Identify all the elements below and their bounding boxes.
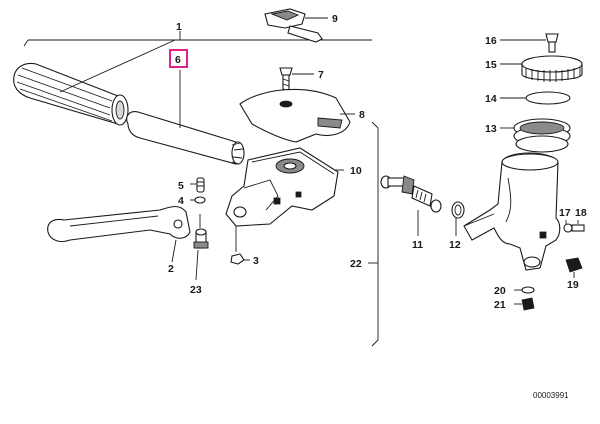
part-cover-8 xyxy=(239,88,355,143)
part-cap-15 xyxy=(500,55,583,82)
callout-17: 17 xyxy=(559,207,571,219)
callout-20: 20 xyxy=(494,285,506,297)
part-bellows-13 xyxy=(500,118,571,153)
part-grip xyxy=(13,39,176,126)
part-plug-21 xyxy=(514,297,535,311)
callout-8: 8 xyxy=(359,109,365,121)
callout-1: 1 xyxy=(176,21,182,33)
part-pin-5 xyxy=(190,177,205,193)
callout-6-highlight-box xyxy=(169,49,188,68)
part-cap-19 xyxy=(565,257,583,278)
diagram-reference-number: 00003991 xyxy=(533,391,569,400)
part-lever-2 xyxy=(47,205,191,263)
callout-5: 5 xyxy=(178,180,184,192)
part-bolt-23 xyxy=(193,214,209,281)
callout-7: 7 xyxy=(318,69,324,81)
part-seal-14 xyxy=(500,91,571,105)
callout-14: 14 xyxy=(485,93,497,105)
callout-11: 11 xyxy=(412,239,423,251)
callout-12: 12 xyxy=(449,239,461,251)
callout-23: 23 xyxy=(190,284,202,296)
part-bolt-17-18 xyxy=(563,220,585,233)
part-circlip-12 xyxy=(451,201,465,236)
part-housing-10 xyxy=(225,147,344,227)
callout-2: 2 xyxy=(168,263,174,275)
part-nut-3 xyxy=(230,226,250,265)
callout-3: 3 xyxy=(253,255,259,267)
part-throttle-sleeve-6 xyxy=(126,70,245,165)
part-screw-16 xyxy=(500,33,559,53)
part-switch-9 xyxy=(264,8,328,43)
callout-21: 21 xyxy=(494,299,506,311)
part-master-cylinder-22 xyxy=(463,152,561,271)
group-bracket-22 xyxy=(368,121,379,347)
callout-10: 10 xyxy=(350,165,362,177)
part-piston-11 xyxy=(380,175,442,236)
callout-15: 15 xyxy=(485,59,497,71)
part-screw-7 xyxy=(279,67,314,98)
part-ring-20 xyxy=(514,286,535,294)
callout-18: 18 xyxy=(575,207,587,219)
callout-22: 22 xyxy=(350,258,362,270)
callout-9: 9 xyxy=(332,13,338,25)
callout-4: 4 xyxy=(178,195,184,207)
callout-6: 6 xyxy=(175,54,181,66)
part-ring-4 xyxy=(190,196,206,204)
callout-19: 19 xyxy=(567,279,579,291)
callout-16: 16 xyxy=(485,35,497,47)
callout-13: 13 xyxy=(485,123,497,135)
